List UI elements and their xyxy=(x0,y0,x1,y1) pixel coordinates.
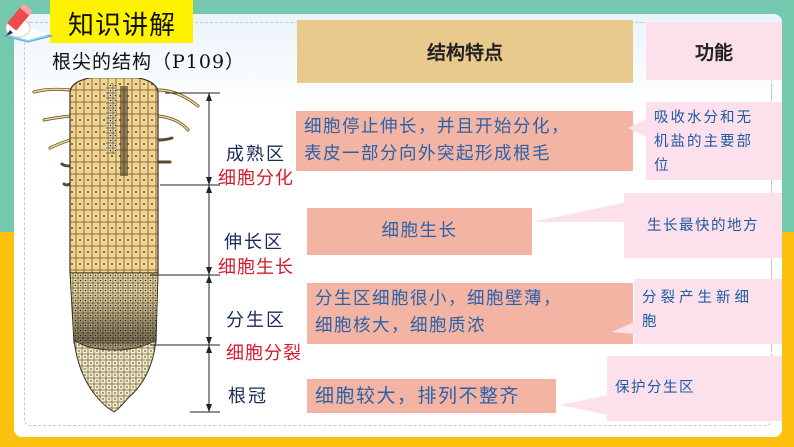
function-text-line: 分裂产生新细 xyxy=(642,290,753,306)
process-label-differentiation: 细胞分化 xyxy=(218,168,294,189)
zone-label-root-cap: 根冠 xyxy=(228,386,268,407)
zone-label-meristem: 分生区 xyxy=(226,310,286,331)
function-box-root-cap: 保护分生区 xyxy=(607,356,782,421)
structure-box-maturation: 细胞停止伸长，并且开始分化， 表皮一部分向外突起形成根毛 xyxy=(296,111,633,171)
function-box-meristem: 分裂产生新细 胞 xyxy=(634,279,782,344)
function-text-line: 机盐的主要部 xyxy=(654,134,753,150)
structure-text-line: 细胞停止伸长，并且开始分化， xyxy=(304,117,570,137)
dashed-divider xyxy=(771,345,772,360)
structure-box-elongation: 细胞生长 xyxy=(307,208,532,255)
callout-pointer xyxy=(532,202,627,222)
pencil-book-icon xyxy=(3,4,53,43)
structure-box-root-cap: 细胞较大，排列不整齐 xyxy=(307,379,556,413)
function-box-elongation: 生长最快的地方 xyxy=(624,193,782,258)
root-tip-illustration xyxy=(32,78,200,413)
structure-text-line: 分生区细胞很小，细胞壁薄， xyxy=(315,289,562,309)
zone-label-elongation: 伸长区 xyxy=(224,232,284,253)
dashed-divider xyxy=(771,255,772,280)
function-text-line: 胞 xyxy=(642,314,661,330)
process-label-division: 细胞分裂 xyxy=(226,343,302,364)
dashed-divider xyxy=(771,85,772,105)
structure-box-meristem: 分生区细胞很小，细胞壁薄， 细胞核大，细胞质浓 xyxy=(307,283,633,344)
section-tag xyxy=(50,0,193,43)
dashed-divider xyxy=(771,175,772,195)
callout-pointer xyxy=(628,118,648,138)
zone-bracket-lines xyxy=(150,92,220,413)
section-tag-label: 知识讲解 xyxy=(68,11,177,41)
callout-pointer xyxy=(612,322,634,334)
zone-label-maturation: 成熟区 xyxy=(226,144,286,165)
process-label-growth: 细胞生长 xyxy=(218,257,294,278)
structure-text-line: 表皮一部分向外突起形成根毛 xyxy=(304,144,551,164)
structure-text-line: 细胞核大，细胞质浓 xyxy=(315,316,486,336)
column-header-function: 功能 xyxy=(646,22,782,80)
callout-pointer xyxy=(560,395,608,415)
column-header-structure: 结构特点 xyxy=(297,20,633,83)
function-text-line: 吸收水分和无 xyxy=(654,110,753,126)
function-text-line: 位 xyxy=(654,158,671,174)
function-box-maturation: 吸收水分和无 机盐的主要部 位 xyxy=(646,102,782,180)
section-title: 根尖的结构（P109） xyxy=(52,51,246,73)
